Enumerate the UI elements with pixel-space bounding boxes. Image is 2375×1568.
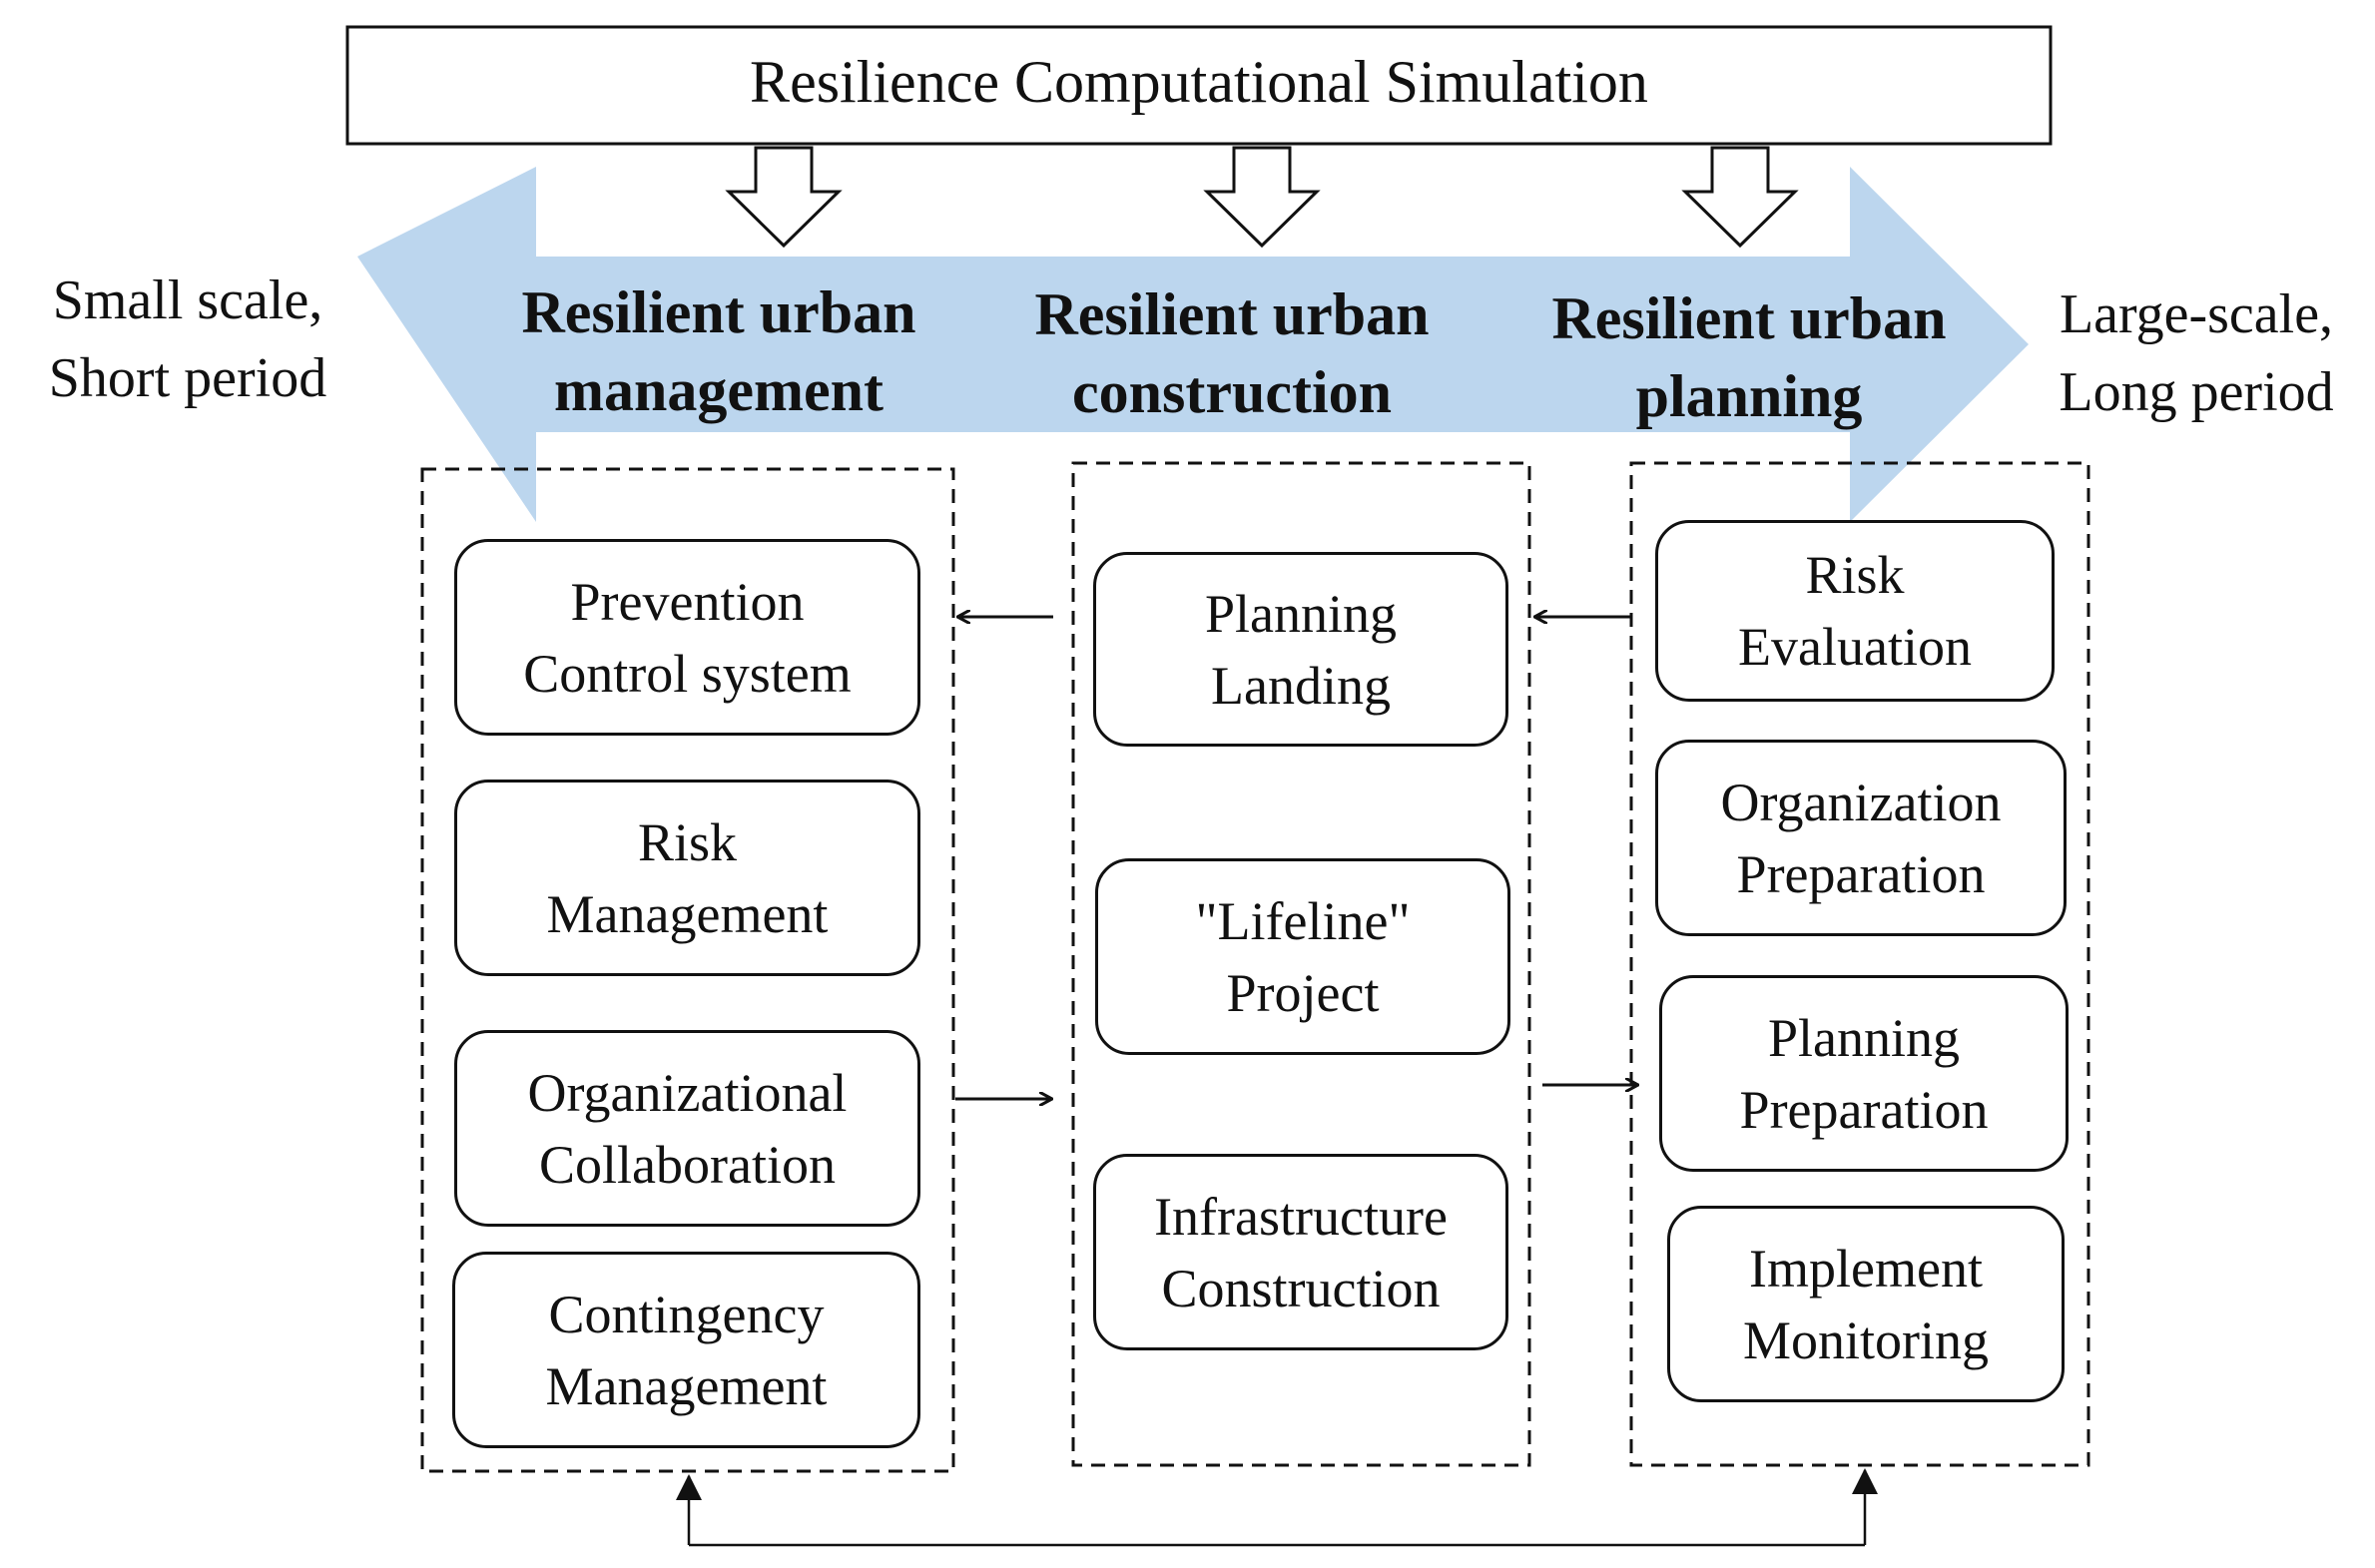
box-label: Organizational Collaboration <box>527 1062 848 1195</box>
phase-label-construction: Resilient urban construction <box>1034 281 1430 425</box>
scale-label-right: Large-scale, Long period <box>2059 283 2334 423</box>
scale-label-left: Small scale, Short period <box>48 269 327 409</box>
box-contingency-management: Contingency Management <box>452 1252 920 1448</box>
box-label: Planning Preparation <box>1739 1007 1989 1140</box>
box-organizational-collaboration: Organizational Collaboration <box>454 1030 920 1227</box>
box-label: Infrastructure Construction <box>1154 1186 1448 1318</box>
construction-group <box>1071 461 1531 1467</box>
box-planning-landing: Planning Landing <box>1093 552 1508 747</box>
box-implement-monitoring: Implement Monitoring <box>1667 1206 2065 1402</box>
down-arrow-planning <box>1681 146 1799 249</box>
planning-group <box>1629 461 2090 1467</box>
box-lifeline-project: "Lifeline" Project <box>1095 858 1510 1055</box>
box-label: Risk Management <box>546 811 829 944</box>
box-label: Contingency Management <box>545 1284 828 1416</box>
box-organization-preparation: Organization Preparation <box>1655 740 2067 936</box>
box-infrastructure-construction: Infrastructure Construction <box>1093 1154 1508 1350</box>
down-arrow-management <box>725 146 843 249</box>
box-planning-preparation: Planning Preparation <box>1659 975 2069 1172</box>
box-label: Organization Preparation <box>1720 772 2002 904</box>
timescale-double-arrow <box>357 167 2029 522</box>
box-label: "Lifeline" Project <box>1195 890 1411 1023</box>
phase-label-management: Resilient urban management <box>521 279 916 423</box>
box-label: Risk Evaluation <box>1738 545 1972 677</box>
title-box <box>345 25 2053 146</box>
box-label: Implement Monitoring <box>1742 1238 1989 1370</box>
phase-label-planning: Resilient urban planning <box>1551 285 1947 429</box>
management-group <box>420 467 955 1473</box>
diagram-title: Resilience Computational Simulation <box>750 49 1648 115</box>
box-risk-evaluation: Risk Evaluation <box>1655 520 2055 702</box>
box-label: Planning Landing <box>1204 583 1397 716</box>
box-risk-management: Risk Management <box>454 780 920 976</box>
box-label: Prevention Control system <box>523 571 852 704</box>
down-arrow-construction <box>1203 146 1321 249</box>
box-prevention-control-system: Prevention Control system <box>454 539 920 736</box>
